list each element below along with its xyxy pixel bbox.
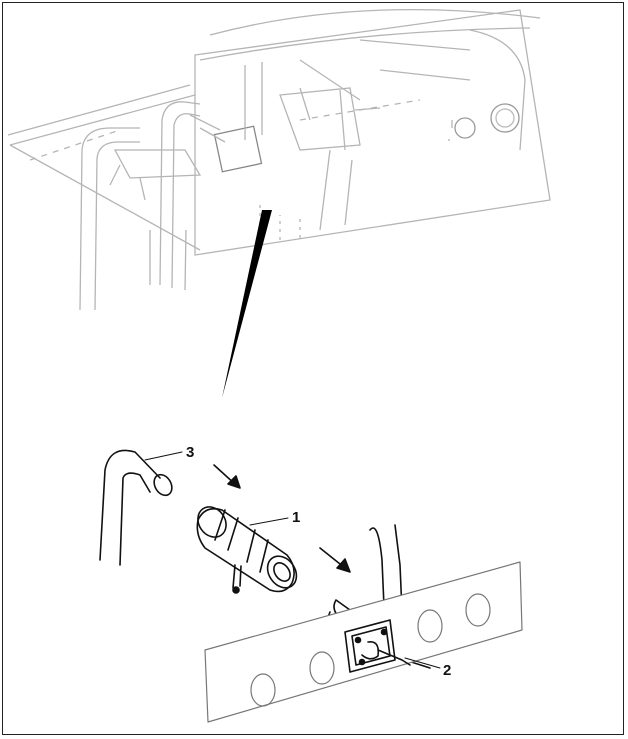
upper-bracket-plate — [213, 125, 263, 173]
callout-3: 3 — [186, 444, 194, 461]
boiler-top-curve — [209, 8, 541, 36]
control-knob — [454, 117, 476, 139]
callout-2: 2 — [443, 662, 451, 679]
direction-arrow-1 — [213, 464, 241, 489]
leader-line-3 — [144, 451, 183, 461]
leader-line-2 — [404, 657, 441, 669]
fitting-valve — [196, 506, 298, 594]
bent-pipe — [99, 449, 173, 566]
leader-line-1 — [249, 517, 289, 526]
lower-exploded-view — [99, 449, 523, 723]
bracket-plate — [344, 619, 411, 673]
upper-valve-right — [279, 87, 361, 151]
direction-arrow-2 — [319, 547, 351, 573]
wall-outline — [7, 84, 201, 251]
boiler-casing — [194, 9, 551, 256]
callout-1: 1 — [292, 509, 300, 526]
upper-valve-left — [113, 149, 202, 179]
pressure-gauge — [490, 103, 520, 133]
vertical-pipe-left — [79, 127, 140, 311]
vertical-pipe-mid — [159, 101, 201, 286]
zoom-pointer-wedge — [222, 210, 272, 398]
boiler-right-rounded-front — [469, 29, 526, 151]
upper-assembly-view — [7, 8, 551, 311]
